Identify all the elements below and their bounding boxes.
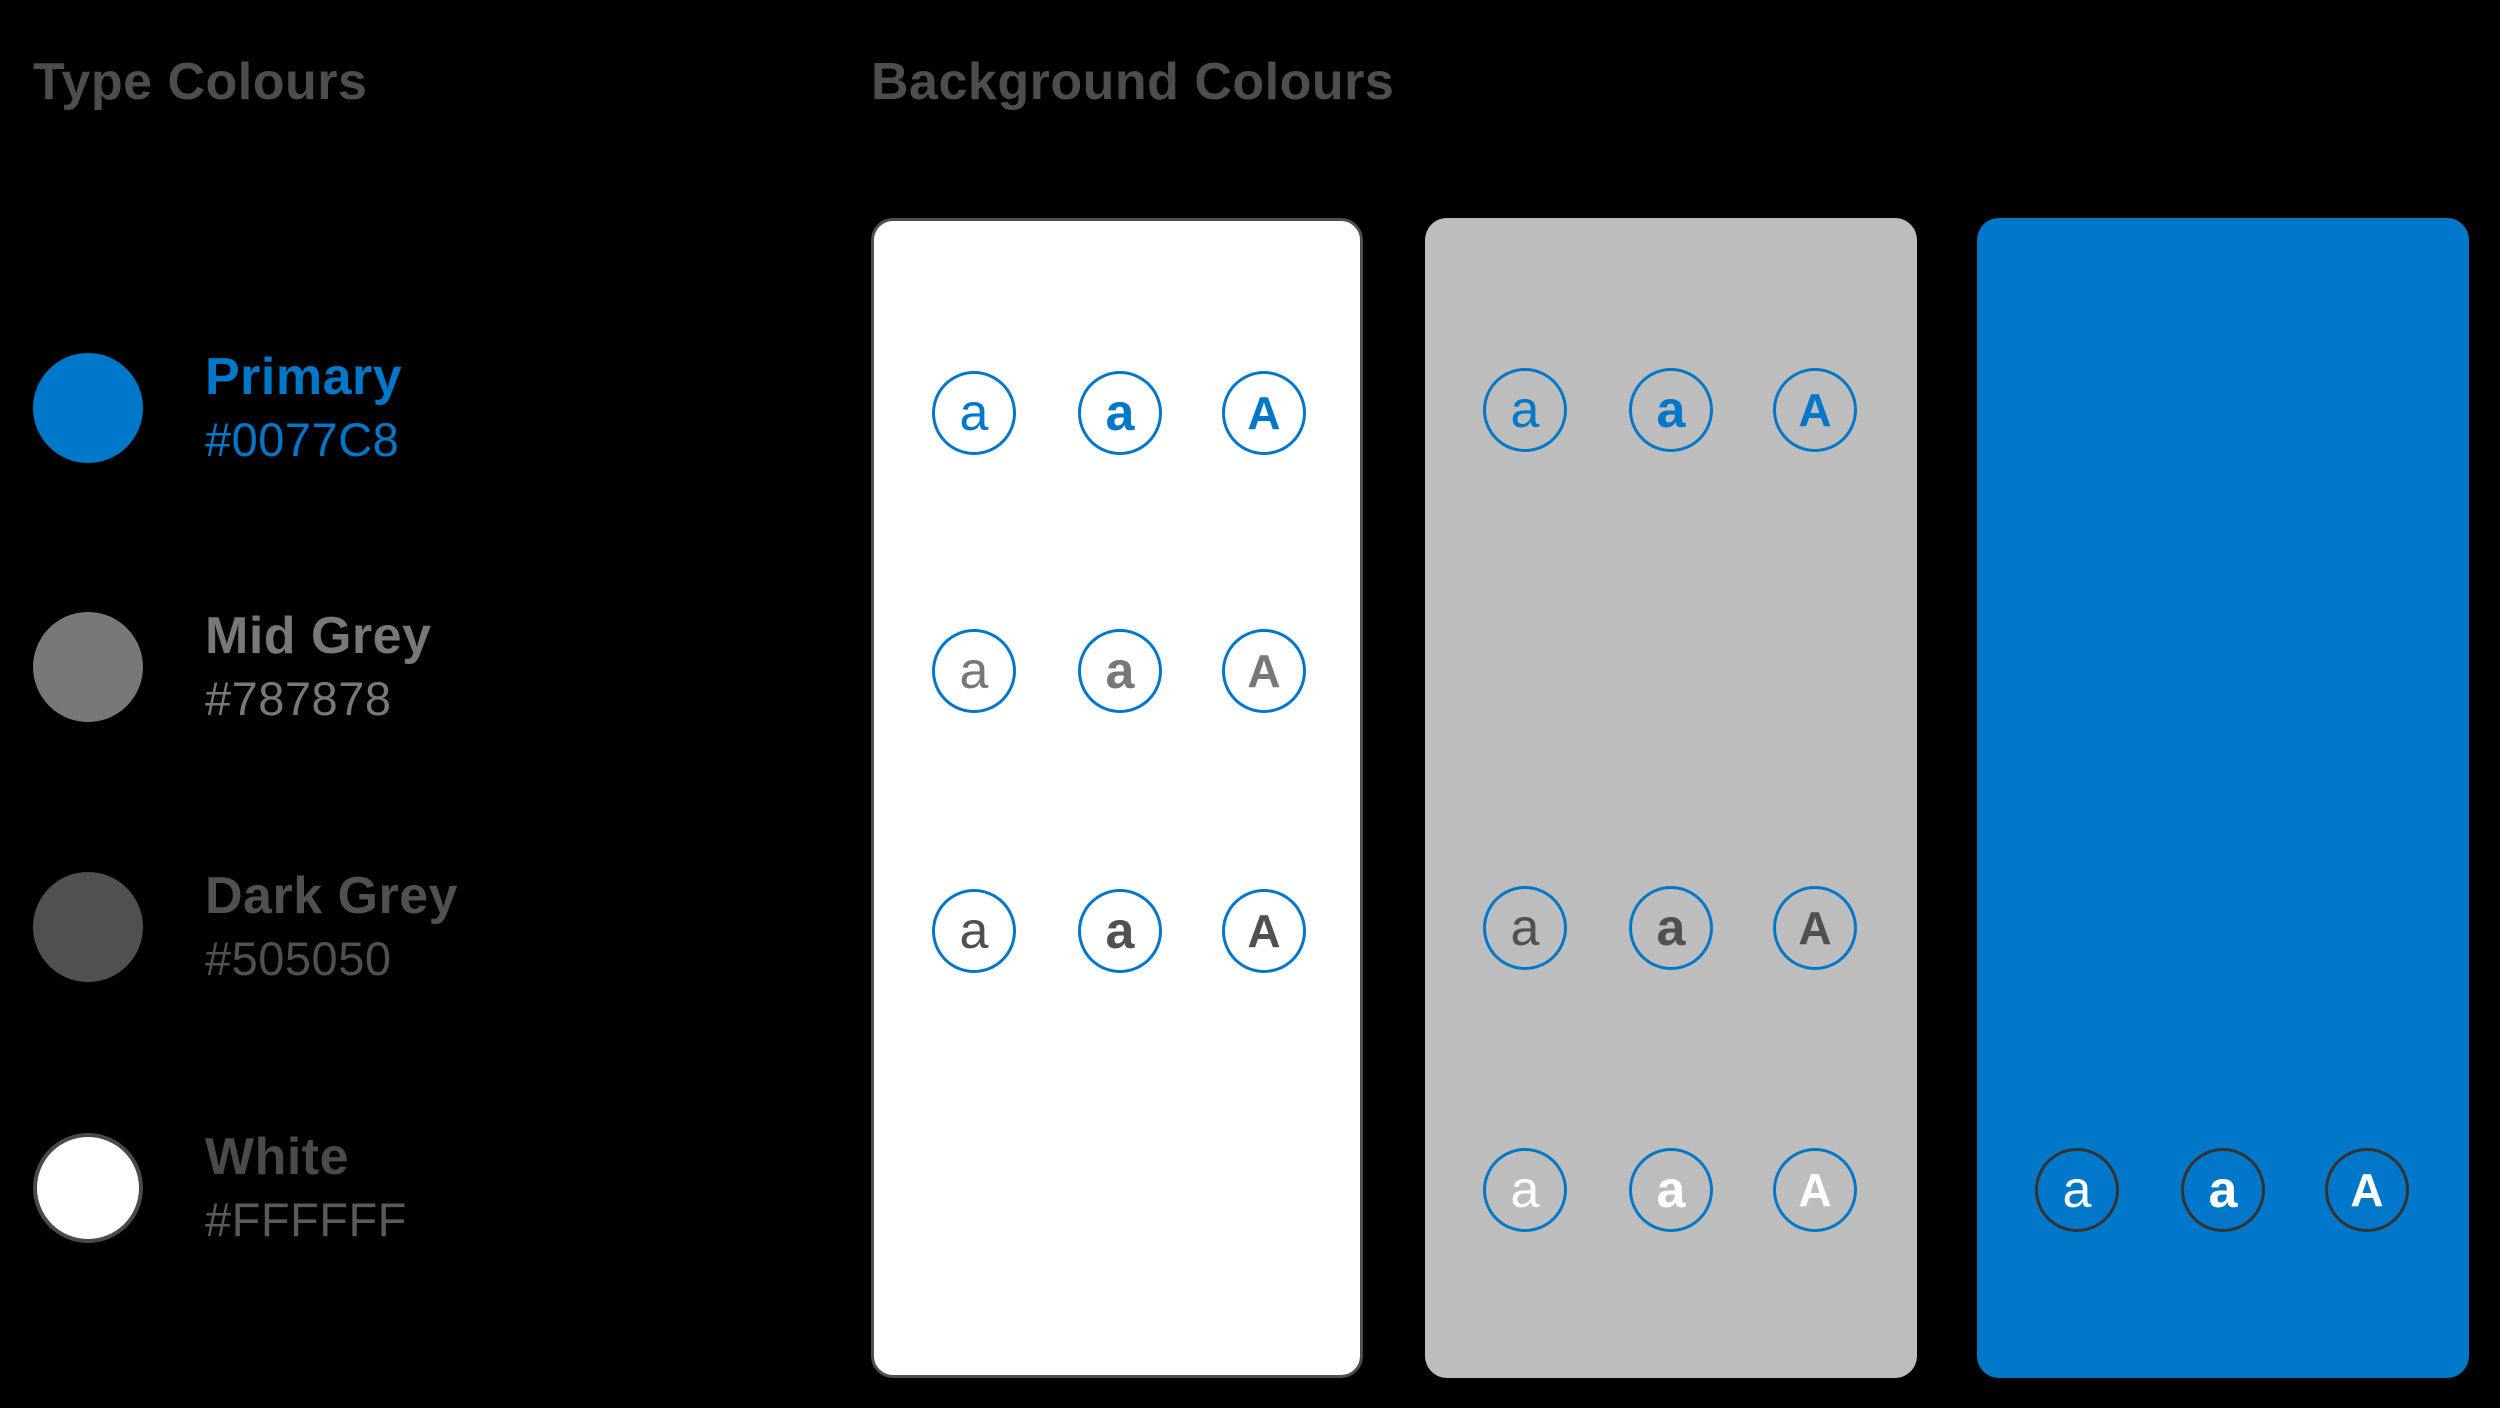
sample-letter: a <box>1105 384 1135 442</box>
background-colours-heading: Background Colours <box>871 53 1395 111</box>
sample-letter: a <box>1510 1161 1540 1219</box>
dark-grey-colour-hex: #505050 <box>205 932 392 986</box>
sample-letter: A <box>1247 645 1281 697</box>
mid-grey-colour-name: Mid Grey <box>205 606 432 665</box>
dark-grey-colour-text: Dark Grey #505050 <box>205 868 458 986</box>
sample-dark-grey-bold-on-white: a <box>1078 889 1162 973</box>
sample-letter: a <box>1656 899 1686 957</box>
white-colour-swatch <box>33 1133 143 1243</box>
white-colour-name: White <box>205 1127 350 1186</box>
sample-letter: A <box>1798 1164 1832 1216</box>
sample-white-bold-on-grey: a <box>1629 1148 1713 1232</box>
palette-row-primary: Primary #0077C8 <box>33 349 402 466</box>
sample-letter: a <box>1656 381 1686 439</box>
sample-dark-grey-cap-on-white: A <box>1222 889 1306 973</box>
palette-row-white: White #FFFFFF <box>33 1129 407 1246</box>
sample-white-cap-on-primary: A <box>2325 1148 2409 1232</box>
sample-letter: a <box>1105 642 1135 700</box>
sample-letter: A <box>1247 905 1281 957</box>
mid-grey-colour-text: Mid Grey #787878 <box>205 608 432 726</box>
background-card-primary: a a A <box>1977 218 2469 1378</box>
sample-dark-grey-bold-on-grey: a <box>1629 886 1713 970</box>
sample-letter: a <box>1105 902 1135 960</box>
sample-letter: a <box>1510 381 1540 439</box>
sample-mid-grey-light-on-white: a <box>932 629 1016 713</box>
white-colour-text: White #FFFFFF <box>205 1129 407 1247</box>
sample-primary-light-on-white: a <box>932 371 1016 455</box>
primary-colour-swatch <box>33 353 143 463</box>
primary-colour-name: Primary <box>205 347 403 406</box>
sample-letter: A <box>1247 387 1281 439</box>
sample-letter: A <box>2350 1164 2384 1216</box>
sample-primary-bold-on-grey: a <box>1629 368 1713 452</box>
sample-dark-grey-light-on-grey: a <box>1483 886 1567 970</box>
sample-mid-grey-cap-on-white: A <box>1222 629 1306 713</box>
white-colour-hex: #FFFFFF <box>205 1193 407 1247</box>
dark-grey-colour-name: Dark Grey <box>205 866 459 925</box>
sample-primary-cap-on-white: A <box>1222 371 1306 455</box>
sample-letter: a <box>2062 1161 2092 1219</box>
sample-white-light-on-primary: a <box>2035 1148 2119 1232</box>
palette-row-mid-grey: Mid Grey #787878 <box>33 608 432 725</box>
primary-colour-text: Primary #0077C8 <box>205 349 402 467</box>
sample-letter: A <box>1798 902 1832 954</box>
mid-grey-colour-swatch <box>33 612 143 722</box>
type-colours-heading: Type Colours <box>33 53 368 111</box>
sample-primary-light-on-grey: a <box>1483 368 1567 452</box>
sample-letter: a <box>1656 1161 1686 1219</box>
background-card-grey: a a A a a A a a A <box>1425 218 1917 1378</box>
sample-letter: a <box>959 642 989 700</box>
palette-row-dark-grey: Dark Grey #505050 <box>33 868 458 985</box>
mid-grey-colour-hex: #787878 <box>205 672 392 726</box>
sample-dark-grey-cap-on-grey: A <box>1773 886 1857 970</box>
sample-letter: A <box>1798 384 1832 436</box>
sample-white-cap-on-grey: A <box>1773 1148 1857 1232</box>
sample-primary-cap-on-grey: A <box>1773 368 1857 452</box>
background-card-white: a a A a a A a a A <box>871 218 1363 1378</box>
sample-white-light-on-grey: a <box>1483 1148 1567 1232</box>
sample-letter: a <box>959 384 989 442</box>
sample-primary-bold-on-white: a <box>1078 371 1162 455</box>
sample-mid-grey-bold-on-white: a <box>1078 629 1162 713</box>
primary-colour-hex: #0077C8 <box>205 413 400 467</box>
sample-letter: a <box>1510 899 1540 957</box>
dark-grey-colour-swatch <box>33 872 143 982</box>
sample-letter: a <box>959 902 989 960</box>
sample-dark-grey-light-on-white: a <box>932 889 1016 973</box>
sample-letter: a <box>2208 1161 2238 1219</box>
sample-white-bold-on-primary: a <box>2181 1148 2265 1232</box>
